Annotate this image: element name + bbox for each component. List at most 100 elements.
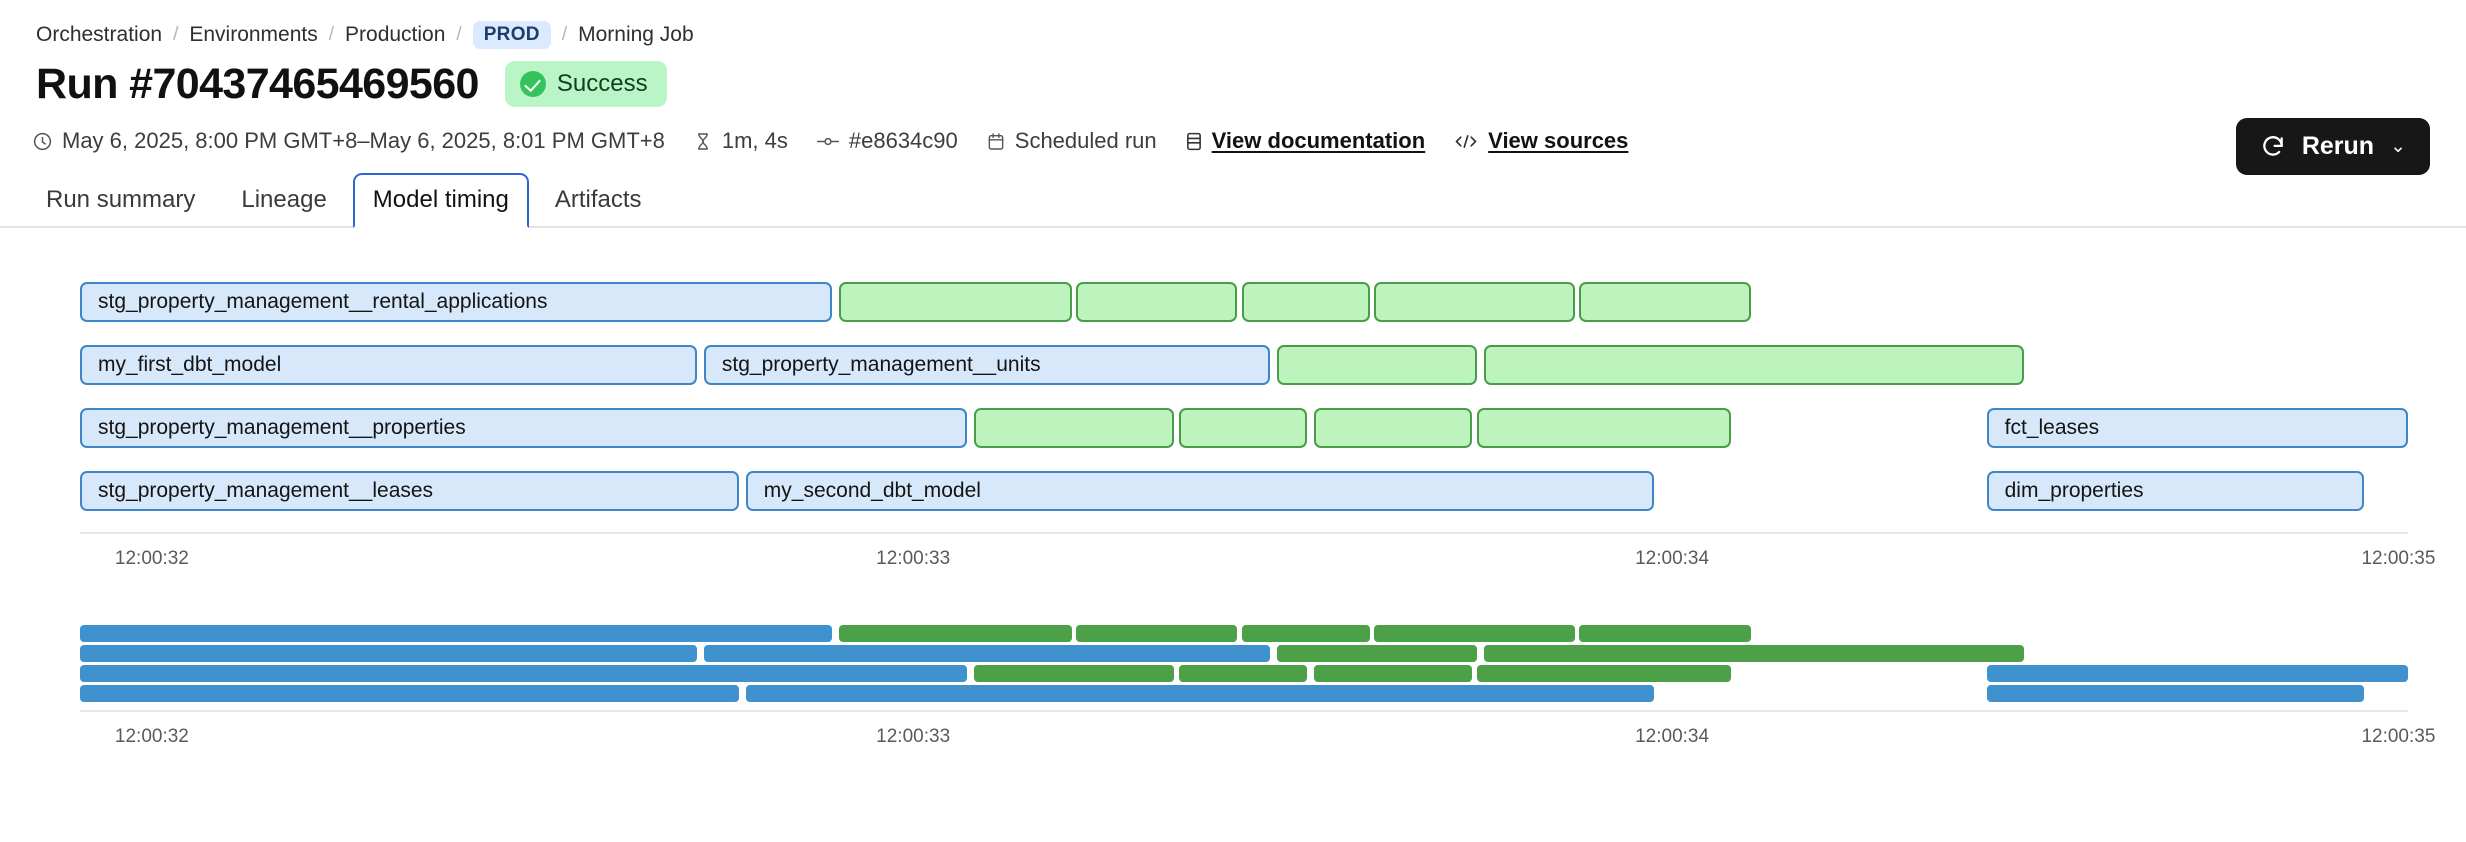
gantt-bar-my_second_dbt_model[interactable]: my_second_dbt_model	[745, 471, 1654, 511]
meta-calendar: Scheduled run	[986, 128, 1157, 154]
breadcrumb: Orchestration / Environments / Production / PR…	[0, 0, 2466, 49]
meta-label: May 6, 2025, 8:00 PM GMT+8–May 6, 2025, …	[62, 128, 665, 153]
gantt-bar-stg_property_management__leases[interactable]: stg_property_management__leases	[80, 471, 739, 511]
gantt-row: stg_property_management__leases my_second…	[80, 463, 2408, 526]
clock-icon	[32, 131, 53, 152]
axis-tick-label: 12:00:34	[1635, 726, 1710, 747]
breadcrumb-item-production[interactable]: Production	[345, 23, 446, 46]
code-icon	[1453, 131, 1479, 152]
gantt-labeled: stg_property_management__rental_applicat…	[80, 274, 2408, 526]
gantt-bar[interactable]	[973, 408, 1175, 448]
gantt-bar-label: dim_properties	[2004, 479, 2144, 502]
overview-bar[interactable]	[1276, 645, 1477, 662]
chevron-down-icon[interactable]: ⌄	[2390, 136, 2406, 157]
gantt-bar-label: stg_property_management__properties	[98, 416, 466, 439]
axis-tick-label: 12:00:35	[2361, 548, 2436, 569]
overview-bar[interactable]	[1374, 625, 1575, 642]
gantt-bar-label: my_second_dbt_model	[763, 479, 981, 502]
overview-bar[interactable]	[1986, 665, 2408, 682]
gantt-bar-label: stg_property_management__leases	[98, 479, 434, 502]
gantt-bar[interactable]	[1076, 282, 1237, 322]
breadcrumb-separator: /	[328, 24, 335, 45]
tab-artifacts[interactable]: Artifacts	[554, 186, 642, 213]
overview-bar[interactable]	[1476, 665, 1731, 682]
overview-bar[interactable]	[1483, 645, 2024, 662]
gantt-bar[interactable]	[1579, 282, 1752, 322]
breadcrumb-separator: /	[456, 24, 462, 45]
gantt-bar-label: fct_leases	[2004, 416, 2100, 439]
rerun-label: Rerun	[2301, 132, 2375, 160]
overview-bar[interactable]	[80, 685, 739, 702]
overview-row	[80, 684, 2408, 704]
overview-bar[interactable]	[1178, 665, 1307, 682]
meta-label: 1m, 4s	[721, 128, 788, 153]
breadcrumb-separator: /	[173, 24, 179, 45]
overview-bar[interactable]	[1241, 625, 1370, 642]
breadcrumb-item-environments[interactable]: Environments	[189, 23, 318, 46]
meta-book[interactable]: View documentation	[1185, 128, 1426, 154]
axis-tick-label: 12:00:33	[876, 726, 951, 747]
gantt-bar-label: stg_property_management__rental_applicat…	[98, 290, 548, 313]
gantt-row: stg_property_management__properties fct_l…	[80, 400, 2408, 463]
tab-lineage[interactable]: Lineage	[241, 186, 327, 213]
gantt-bar[interactable]	[838, 282, 1072, 322]
overview-bar[interactable]	[80, 665, 967, 682]
overview-bar[interactable]	[703, 645, 1270, 662]
status-label: Success	[556, 70, 648, 97]
overview-bar[interactable]	[1076, 625, 1237, 642]
breadcrumb-separator: /	[561, 24, 568, 45]
gantt-bar[interactable]	[1374, 282, 1575, 322]
overview-row	[80, 644, 2408, 664]
overview-bar[interactable]	[1579, 625, 1752, 642]
gantt-row: stg_property_management__rental_applicat…	[80, 274, 2408, 337]
gantt-bar[interactable]	[1276, 345, 1477, 385]
gantt-overview[interactable]	[80, 624, 2408, 704]
gantt-bar-label: stg_property_management__units	[721, 353, 1041, 376]
gantt-bar-my_first_dbt_model[interactable]: my_first_dbt_model	[80, 345, 697, 385]
meta-code[interactable]: View sources	[1453, 128, 1628, 154]
overview-bar[interactable]	[1313, 665, 1473, 682]
axis-tick-label: 12:00:34	[1635, 548, 1710, 569]
status-badge: Success	[504, 61, 667, 107]
overview-bar[interactable]	[745, 685, 1654, 702]
meta-clock: May 6, 2025, 8:00 PM GMT+8–May 6, 2025, …	[32, 128, 665, 154]
calendar-icon	[986, 131, 1006, 152]
overview-bar[interactable]	[80, 645, 697, 662]
gantt-bar[interactable]	[1483, 345, 2024, 385]
tab-model-timing[interactable]: Model timing	[352, 173, 529, 228]
rerun-button[interactable]: Rerun ⌄	[2235, 118, 2430, 175]
hourglass-icon	[693, 131, 713, 152]
meta-hourglass: 1m, 4s	[693, 128, 788, 154]
breadcrumb-item-morning-job: Morning Job	[578, 23, 694, 46]
axis-tick-label: 12:00:33	[876, 548, 951, 569]
meta-label[interactable]: View documentation	[1211, 128, 1426, 153]
page-title: Run #70437465469560	[36, 59, 479, 108]
gantt-bar[interactable]	[1313, 408, 1473, 448]
title-row: Run #70437465469560 Success	[0, 44, 2466, 112]
tab-run-summary[interactable]: Run summary	[46, 186, 196, 213]
breadcrumb-item-orchestration[interactable]: Orchestration	[36, 23, 163, 46]
tab-bar: Run summary Lineage Model timing Artifacts	[0, 170, 2466, 228]
overview-bar[interactable]	[838, 625, 1072, 642]
gantt-bar-stg_property_management__rental_applications[interactable]: stg_property_management__rental_applicat…	[80, 282, 832, 322]
meta-label[interactable]: View sources	[1488, 128, 1629, 153]
meta-label: Scheduled run	[1014, 128, 1157, 153]
gantt-bar[interactable]	[1241, 282, 1370, 322]
overview-bar[interactable]	[80, 625, 832, 642]
overview-bar[interactable]	[1986, 685, 2364, 702]
meta-commit: #e8634c90	[816, 128, 958, 154]
overview-bar[interactable]	[973, 665, 1175, 682]
overview-row	[80, 624, 2408, 644]
gantt-bar-stg_property_management__properties[interactable]: stg_property_management__properties	[80, 408, 967, 448]
overview-row	[80, 664, 2408, 684]
axis-tick-label: 12:00:32	[114, 726, 189, 747]
gantt-bar-fct_leases[interactable]: fct_leases	[1986, 408, 2408, 448]
commit-icon	[816, 131, 840, 152]
gantt-bar[interactable]	[1476, 408, 1731, 448]
gantt-bar[interactable]	[1178, 408, 1307, 448]
breadcrumb-item-prod[interactable]: PROD	[472, 21, 551, 49]
book-icon	[1185, 131, 1203, 152]
gantt-bar-stg_property_management__units[interactable]: stg_property_management__units	[703, 345, 1270, 385]
gantt-bar-dim_properties[interactable]: dim_properties	[1986, 471, 2364, 511]
